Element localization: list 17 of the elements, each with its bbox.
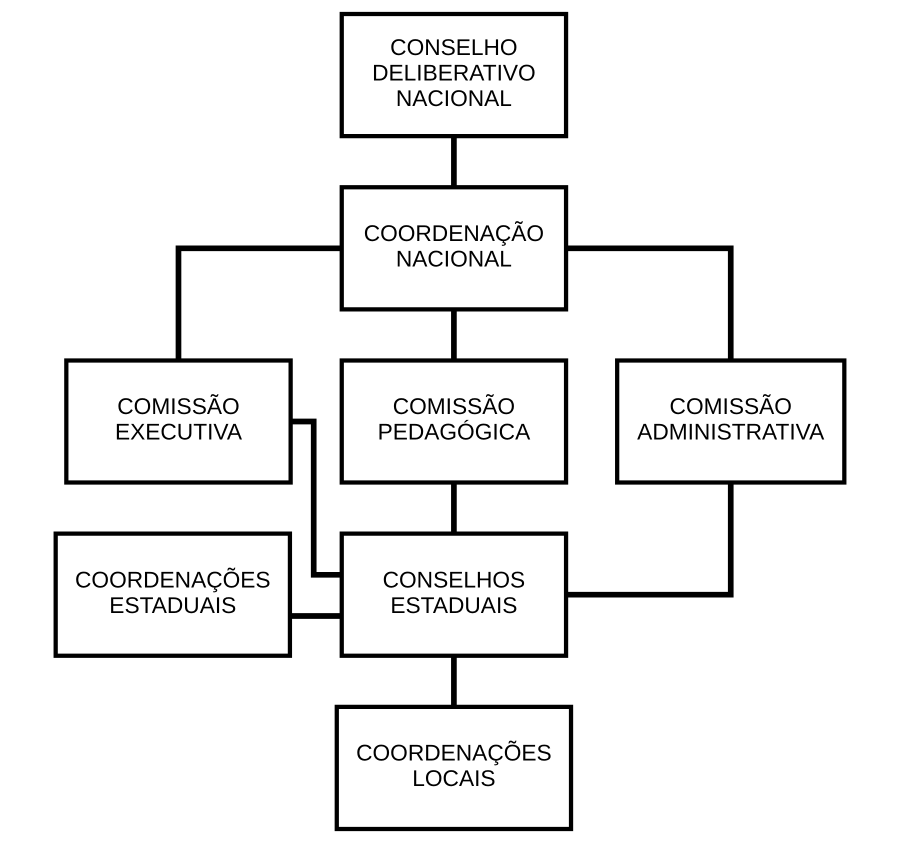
connector (450, 309, 456, 360)
node-box: COORDENAÇÃO NACIONAL (339, 185, 568, 312)
node-box: COMISSÃO ADMINISTRATIVA (614, 358, 846, 485)
node-box: COORDENAÇÕES LOCAIS (334, 704, 573, 832)
node-box: COMISSÃO PEDAGÓGICA (339, 358, 568, 485)
connector (290, 418, 341, 578)
connector (450, 136, 456, 188)
connector (566, 482, 734, 598)
connector (289, 613, 341, 619)
connector (450, 482, 456, 534)
node-box: CONSELHO DELIBERATIVO NACIONAL (339, 12, 568, 138)
connector (566, 245, 734, 360)
node-box: COMISSÃO EXECUTIVA (64, 358, 292, 485)
node-box: COORDENAÇÕES ESTADUAIS (53, 532, 292, 658)
connector (450, 656, 456, 707)
connector (175, 245, 341, 360)
node-box: CONSELHOS ESTADUAIS (339, 532, 568, 658)
